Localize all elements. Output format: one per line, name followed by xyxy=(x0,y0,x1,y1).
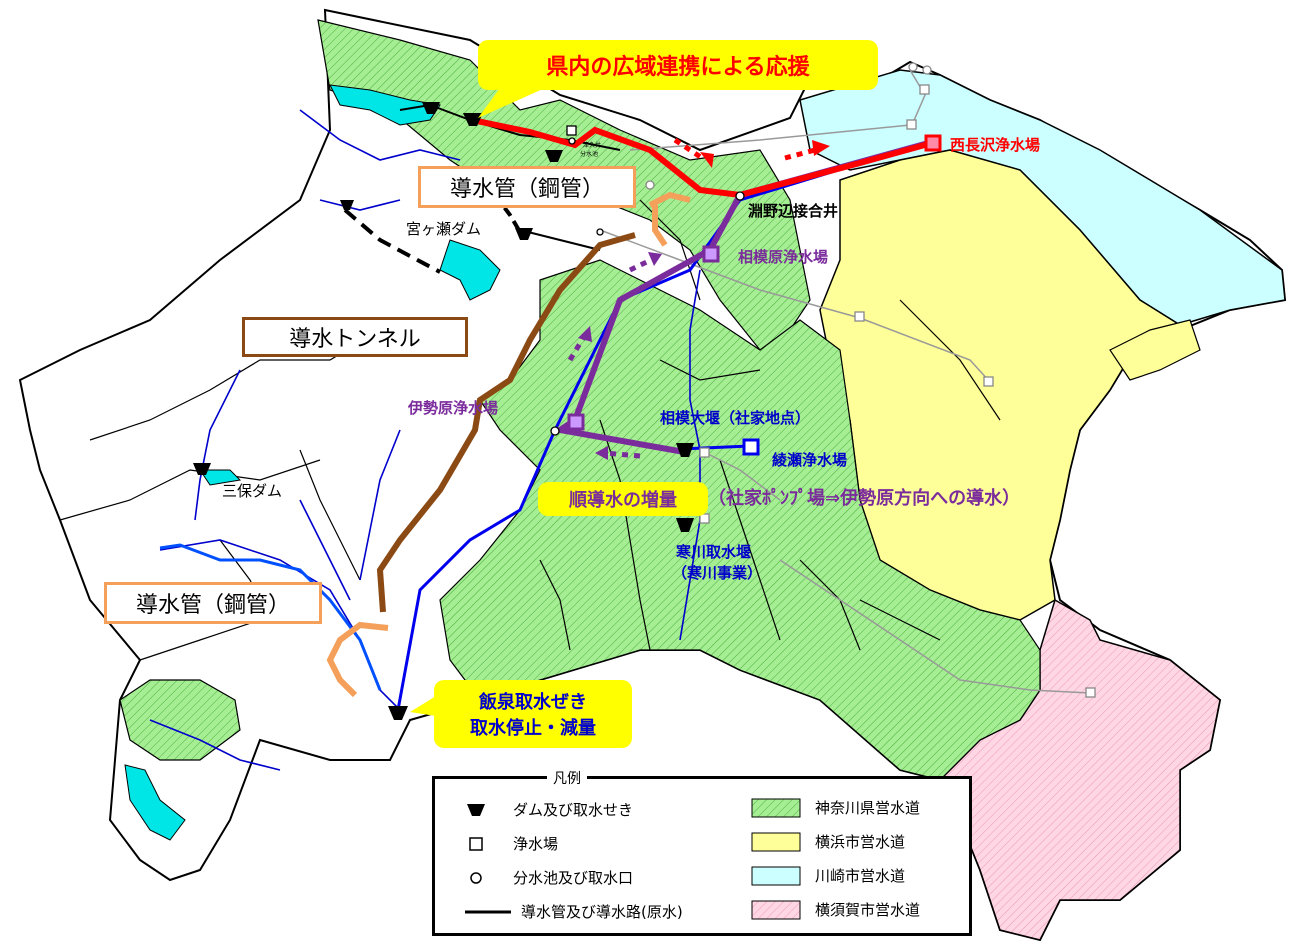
purple-arrowhead-3 xyxy=(595,446,608,460)
label-nishinagasawa: 西長沢浄水場 xyxy=(950,136,1040,154)
label-sagamihara: 相模原浄水場 xyxy=(738,248,828,266)
dam-icon xyxy=(467,803,485,816)
legend-item-pipeline: 導水管及び導水路(原水) xyxy=(463,901,683,922)
dashed-link xyxy=(343,208,441,274)
legend-item-plant: 浄水場 xyxy=(465,833,558,854)
yokohama-port xyxy=(1109,319,1201,381)
purification-plants xyxy=(566,84,1096,698)
red-arrowhead-1 xyxy=(700,152,714,168)
rail-lines xyxy=(599,69,1091,694)
iizumi-line1: 飯泉取水ぜき xyxy=(479,692,587,713)
legend-area-kawasaki: 川崎市営水道 xyxy=(751,865,905,886)
lakes xyxy=(124,84,501,841)
legend-area-label: 川崎市営水道 xyxy=(815,867,906,885)
legend-area-kanagawa: 神奈川県営水道 xyxy=(751,797,920,818)
label-samukawa-2: （寒川事業） xyxy=(672,564,762,582)
label-fuchinobe: 淵野辺接合井 xyxy=(748,202,838,220)
legend-label: 分水池及び取水口 xyxy=(513,869,634,887)
legend-area-label: 横須賀市営水道 xyxy=(815,901,921,919)
support-callout: 県内の広域連携による応援 xyxy=(478,40,878,90)
kanagawa-west xyxy=(119,679,241,761)
label-samukawa-1: 寒川取水堰 xyxy=(676,543,751,561)
red-arrowhead-2 xyxy=(812,140,830,156)
label-isehara: 伊勢原浄水場 xyxy=(407,399,498,417)
label-tsukui: 津久井 xyxy=(583,141,601,149)
purple-arrowhead-2 xyxy=(578,326,592,342)
steel-pipe-south xyxy=(326,621,389,698)
label-bunsui: 分水池 xyxy=(580,150,598,158)
dam-markers xyxy=(193,102,694,720)
forward-detail-text: （社家ﾎﾟﾝﾌﾟ場⇒伊勢原方向への導水） xyxy=(708,488,1021,509)
legend-area-label: 神奈川県営水道 xyxy=(815,799,921,817)
purple-arrowhead-1 xyxy=(648,252,662,266)
support-route xyxy=(471,117,933,199)
legend-area-yokohama: 横浜市営水道 xyxy=(751,831,905,852)
label-miyagase: 宮ヶ瀬ダム xyxy=(406,220,481,238)
label-sagami-oozeki: 相模大堰（社家地点） xyxy=(660,409,810,427)
iizumi-callout: 飯泉取水ぜき 取水停止・減量 xyxy=(434,680,632,748)
sagami-river xyxy=(159,543,382,691)
legend-area-label: 横浜市営水道 xyxy=(815,833,906,851)
legend-label: 浄水場 xyxy=(513,835,559,853)
legend-area-yokosuka: 横須賀市営水道 xyxy=(751,899,920,920)
steel-pipe-north xyxy=(648,191,691,247)
intake-icon xyxy=(470,871,482,884)
legend-label: ダム及び取水せき xyxy=(513,801,634,819)
legend-item-intake: 分水池及び取水口 xyxy=(465,867,633,888)
kanagawa-swatch xyxy=(751,798,801,817)
legend-title: 凡例 xyxy=(547,768,587,788)
tunnel-label: 導水トンネル xyxy=(242,317,468,357)
yokosuka-swatch xyxy=(751,900,801,919)
tunnel-route xyxy=(376,232,636,613)
kawasaki-swatch xyxy=(751,866,801,885)
yokohama-swatch xyxy=(751,832,801,851)
label-ayase: 綾瀬浄水場 xyxy=(772,451,847,469)
forward-increase-callout: 順導水の増量 xyxy=(538,482,708,516)
legend-label: 導水管及び導水路(原水) xyxy=(521,903,683,921)
iizumi-line2: 取水停止・減量 xyxy=(470,718,596,739)
label-miho: 三保ダム xyxy=(222,482,282,500)
steel-pipe-south-label: 導水管（鋼管） xyxy=(104,582,322,624)
steel-pipe-north-label: 導水管（鋼管） xyxy=(418,166,636,208)
legend: 凡例 ダム及び取水せき 浄水場 分水池及び取水口 導水管及び導水路(原水) 神奈… xyxy=(432,768,972,936)
pipeline-icon xyxy=(465,910,511,913)
intakes xyxy=(550,62,932,436)
legend-item-dam: ダム及び取水せき xyxy=(465,799,633,820)
purification-plant-icon xyxy=(469,836,483,851)
